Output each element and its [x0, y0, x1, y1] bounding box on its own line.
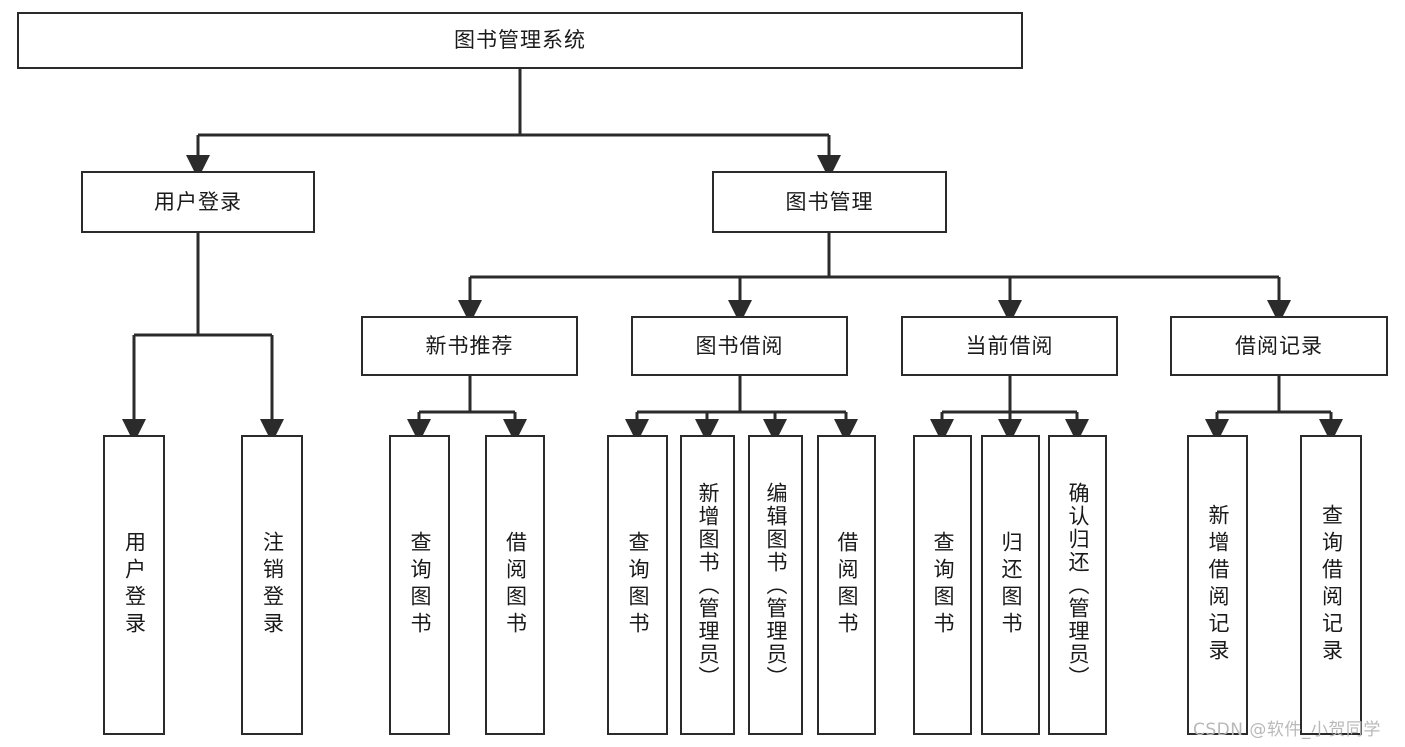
level2-node: 用户登录: [81, 171, 315, 233]
node-label: 当前借阅: [965, 333, 1054, 358]
leaf-node: 编辑图书（管理员）: [748, 435, 803, 735]
root-node: 图书管理系统: [17, 12, 1023, 69]
node-label: 用户登录: [154, 189, 242, 214]
node-label: 确认归还（管理员）: [1066, 481, 1090, 689]
node-label: 查询图书: [626, 531, 650, 639]
leaf-node: 注销登录: [241, 435, 303, 735]
node-label: 新增图书（管理员）: [696, 481, 720, 689]
leaf-node: 借阅图书: [485, 435, 545, 735]
node-label: 图书管理系统: [454, 28, 586, 53]
leaf-node: 查询图书: [607, 435, 668, 735]
node-label: 新增借阅记录: [1206, 504, 1230, 666]
node-label: 用户登录: [122, 531, 147, 639]
node-label: 归还图书: [999, 531, 1023, 639]
leaf-node: 新增借阅记录: [1187, 435, 1248, 735]
leaf-node: 新增图书（管理员）: [680, 435, 735, 735]
node-label: 编辑图书（管理员）: [764, 481, 788, 689]
level2-node: 图书管理: [712, 171, 947, 233]
node-label: 借阅图书: [503, 531, 528, 639]
leaf-node: 查询图书: [913, 435, 972, 735]
node-label: 查询图书: [931, 531, 955, 639]
level3-node: 新书推荐: [361, 316, 578, 376]
node-label: 查询借阅记录: [1319, 504, 1344, 666]
node-label: 借阅记录: [1235, 333, 1323, 358]
leaf-node: 确认归还（管理员）: [1048, 435, 1107, 735]
level3-node: 图书借阅: [631, 316, 848, 376]
leaf-node: 用户登录: [103, 435, 165, 735]
leaf-node: 归还图书: [981, 435, 1040, 735]
node-label: 查询图书: [408, 531, 432, 639]
leaf-node: 查询借阅记录: [1300, 435, 1362, 735]
level3-node: 借阅记录: [1170, 316, 1388, 376]
node-label: 新书推荐: [425, 333, 514, 358]
node-label: 借阅图书: [835, 531, 859, 639]
leaf-node: 查询图书: [389, 435, 450, 735]
node-label: 注销登录: [260, 531, 285, 639]
node-label: 图书管理: [785, 189, 874, 214]
node-label: 图书借阅: [695, 333, 784, 358]
level3-node: 当前借阅: [901, 316, 1118, 376]
leaf-node: 借阅图书: [817, 435, 876, 735]
